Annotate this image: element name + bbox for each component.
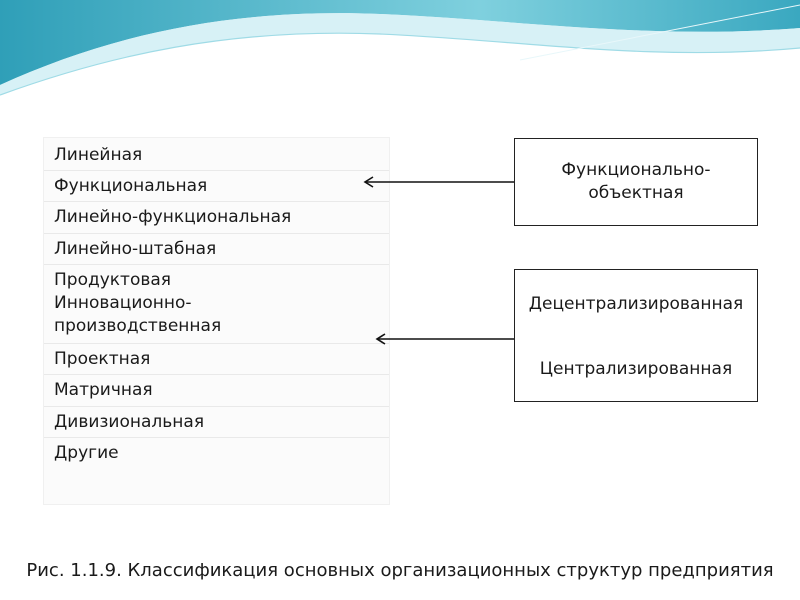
- decentralized-label: Децентрализированная: [528, 293, 744, 314]
- centralized-box: Централизированная: [514, 338, 758, 402]
- list-item: Продуктовая: [54, 270, 172, 290]
- structure-list: Линейная Функциональная Линейно-функцион…: [43, 137, 390, 505]
- centralized-label: Централизированная: [539, 359, 733, 379]
- list-item: Линейно-функциональная: [44, 202, 389, 234]
- arrow-centralization: [375, 333, 514, 345]
- list-item: Линейная: [44, 140, 389, 171]
- list-item: Матричная: [44, 375, 389, 407]
- decorative-header-wave: [0, 0, 800, 96]
- decentralized-box: Децентрализированная: [514, 269, 758, 339]
- list-item: Другие: [54, 443, 119, 463]
- list-item-group: Продуктовая Инновационно-производственна…: [44, 265, 389, 344]
- list-item: Проектная: [44, 344, 389, 375]
- list-item: Инновационно-производственная: [54, 293, 222, 336]
- functional-object-box: Функционально-объектная: [514, 138, 758, 226]
- list-item: Линейно-штабная: [44, 234, 389, 265]
- list-item: Дивизиональная: [44, 407, 389, 438]
- list-item: Функциональная: [44, 171, 389, 202]
- figure-caption: Рис. 1.1.9. Классификация основных орган…: [26, 560, 774, 581]
- functional-object-label: Функционально-объектная: [561, 160, 711, 203]
